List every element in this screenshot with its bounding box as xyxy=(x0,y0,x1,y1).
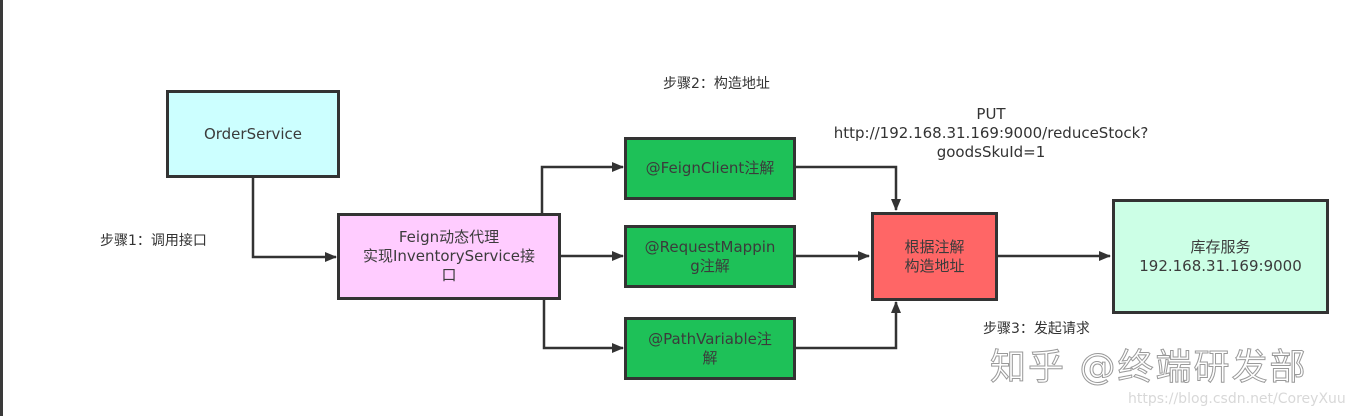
node-label: 192.168.31.169:9000 xyxy=(1139,256,1302,275)
edge-feignclient-to-build xyxy=(795,165,901,211)
node-label: 解 xyxy=(702,348,718,367)
node-feign-proxy: Feign动态代理 实现InventoryService接 口 xyxy=(337,213,561,300)
node-label: 构造地址 xyxy=(904,256,965,275)
node-label: 口 xyxy=(441,266,457,284)
edge-pathvariable-to-build xyxy=(795,301,901,350)
node-label: 库存服务 xyxy=(1190,237,1251,256)
node-build-address: 根据注解 构造地址 xyxy=(871,212,998,301)
node-label: @PathVariable注 xyxy=(648,329,772,348)
node-request-mapping-annotation: @RequestMappin g注解 xyxy=(624,225,796,288)
step1-label: 步骤1：调用接口 xyxy=(100,233,207,249)
node-label: 根据注解 xyxy=(904,237,965,256)
node-label: 实现InventoryService接 xyxy=(362,247,536,265)
request-url: http://192.168.31.169:9000/reduceStock? xyxy=(833,124,1149,142)
node-label: @FeignClient注解 xyxy=(645,159,775,177)
zhihu-watermark: 知乎 @终端研发部 xyxy=(989,347,1308,389)
edge-order-to-feign xyxy=(251,177,337,262)
node-path-variable-annotation: @PathVariable注 解 xyxy=(624,317,796,380)
node-label: OrderService xyxy=(203,124,303,143)
node-order-service: OrderService xyxy=(166,90,340,178)
node-feign-client-annotation: @FeignClient注解 xyxy=(624,137,796,200)
edge-feign-to-feignclient xyxy=(540,162,624,213)
edge-feign-to-pathvariable xyxy=(542,299,624,353)
step2-label: 步骤2：构造地址 xyxy=(663,76,770,92)
node-label: g注解 xyxy=(690,256,730,275)
request-query: goodsSkuId=1 xyxy=(936,143,1046,161)
csdn-watermark: https://blog.csdn.net/CoreyXuu xyxy=(1128,391,1346,407)
node-inventory-service: 库存服务 192.168.31.169:9000 xyxy=(1112,199,1329,314)
http-method: PUT xyxy=(976,105,1006,123)
window-left-edge xyxy=(0,0,3,416)
node-label: @RequestMappin xyxy=(644,237,776,256)
node-label: Feign动态代理 xyxy=(398,228,500,246)
step3-label: 步骤3：发起请求 xyxy=(983,321,1090,337)
request-url-label: PUT http://192.168.31.169:9000/reduceSto… xyxy=(808,105,1174,162)
